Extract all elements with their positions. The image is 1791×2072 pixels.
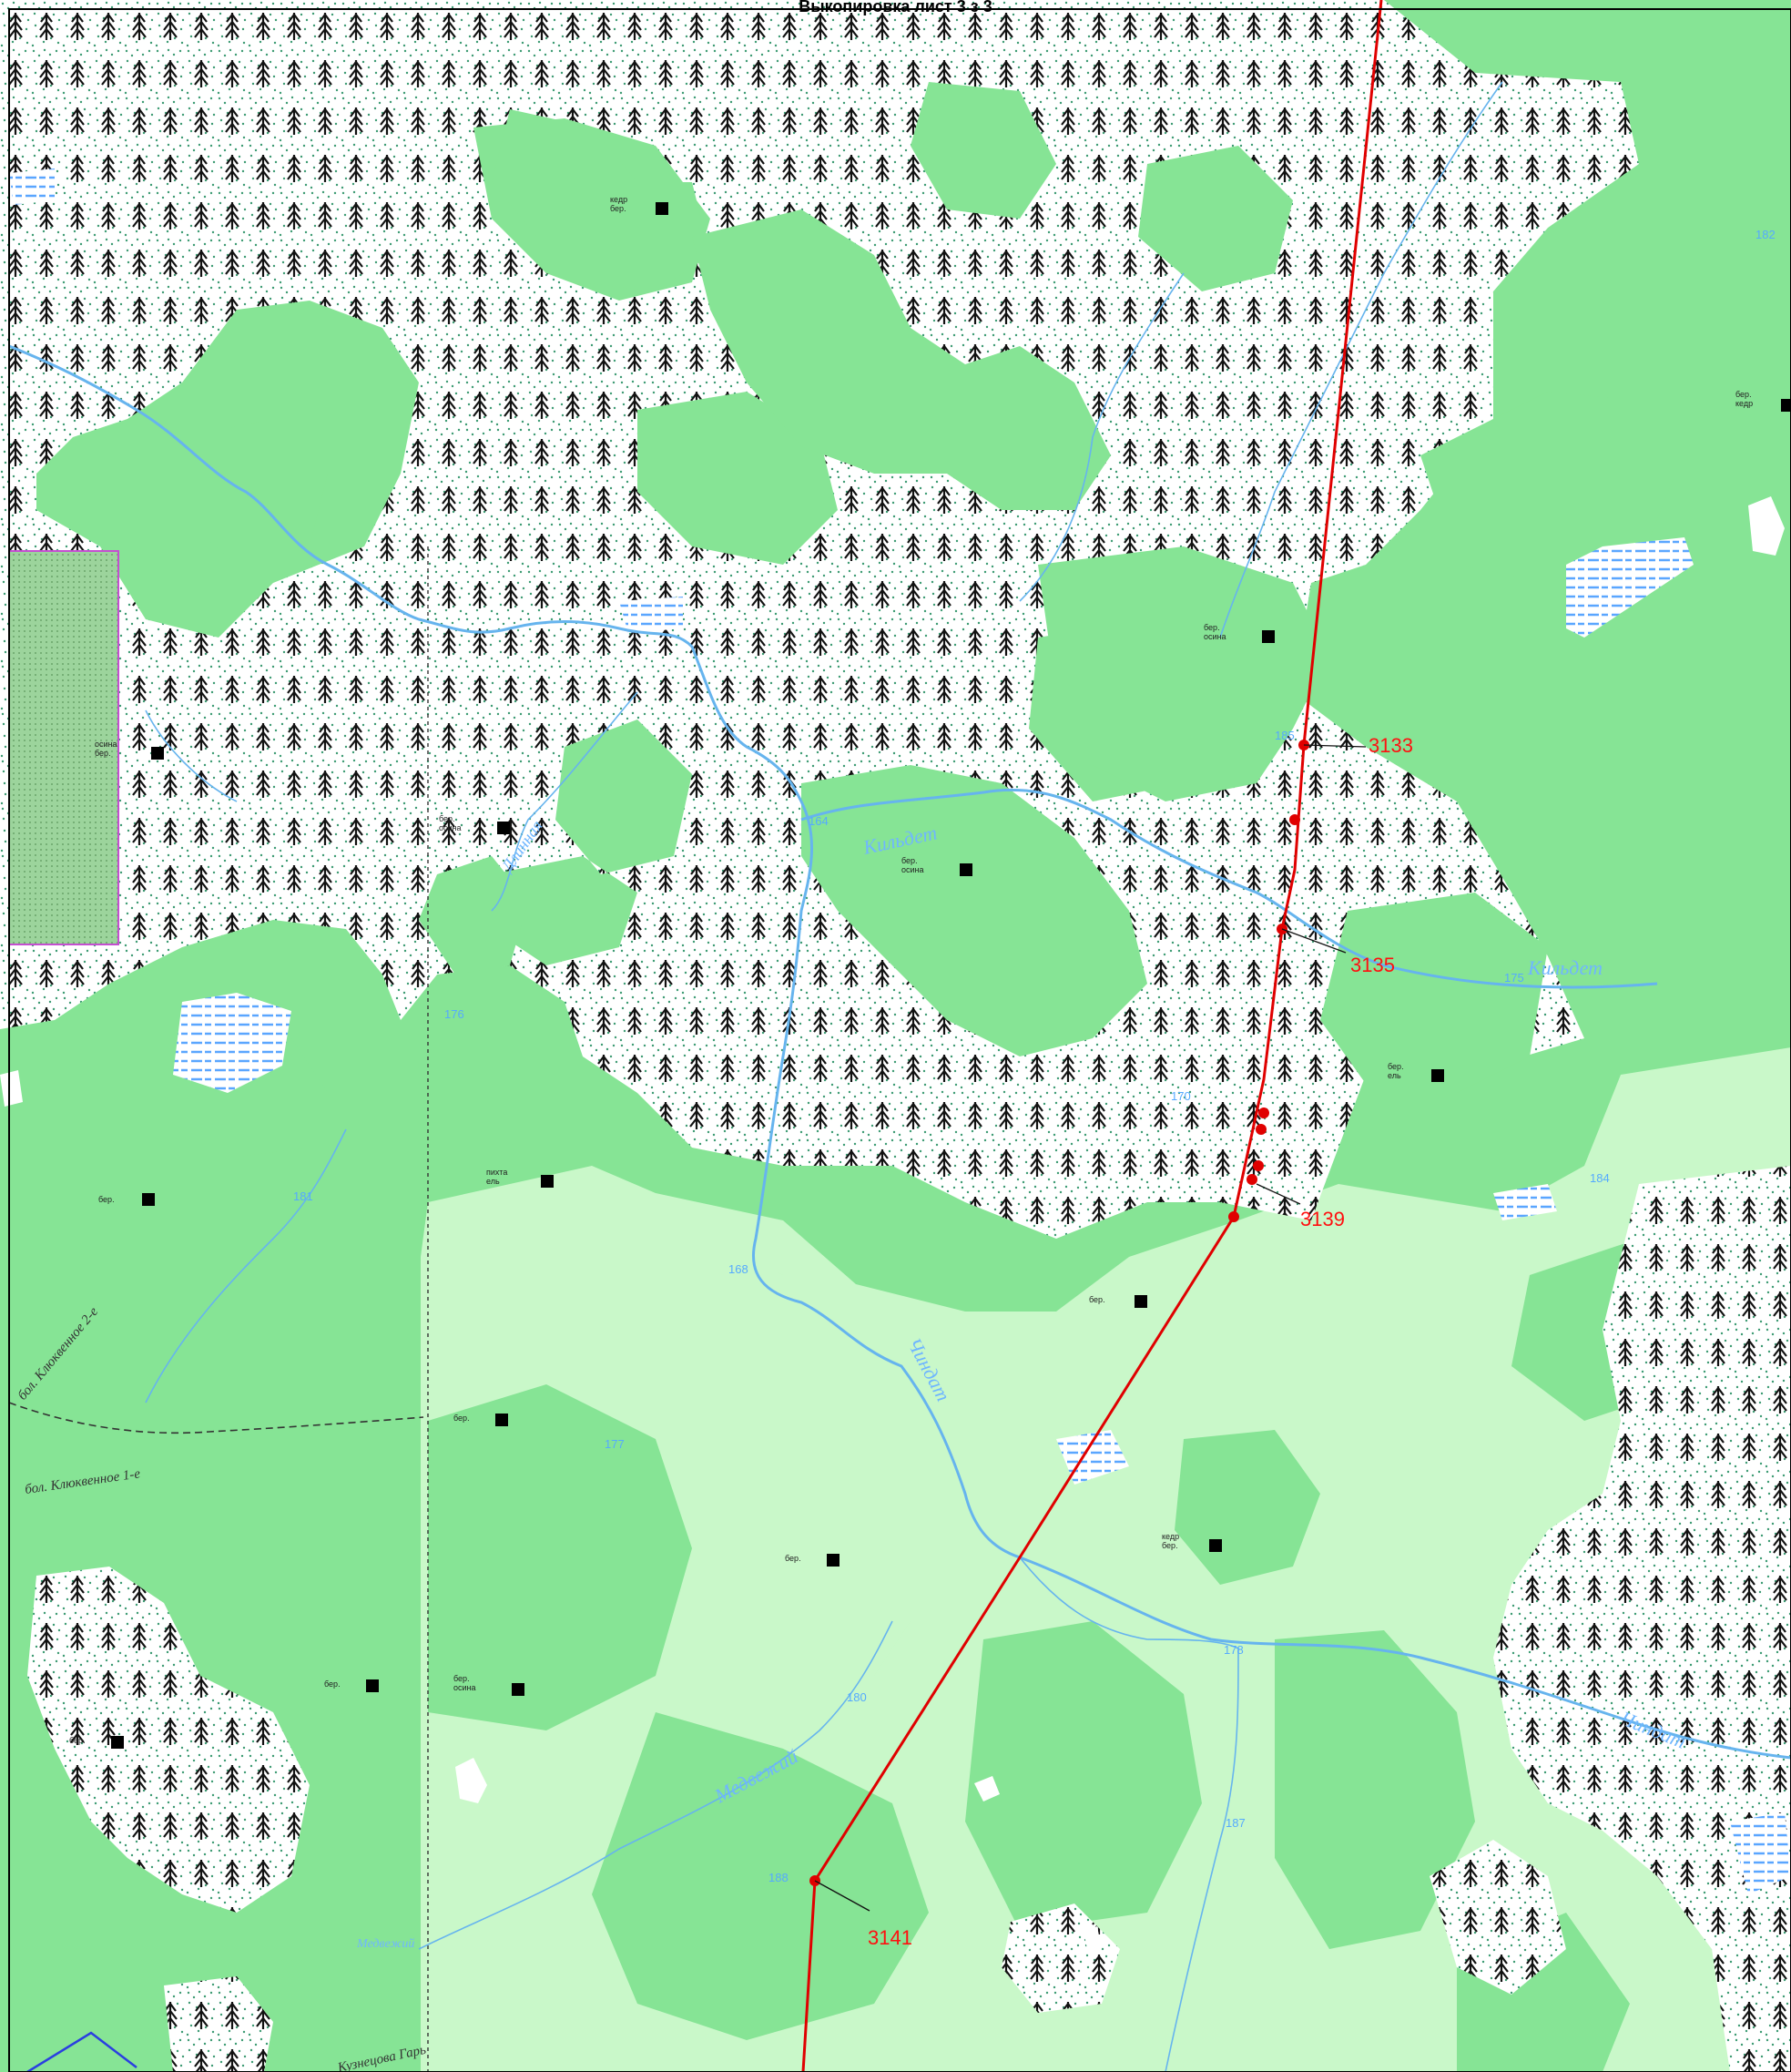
- stand-label: бер.: [324, 1679, 341, 1689]
- elevation-label: 170: [1171, 1089, 1191, 1103]
- open-ground: [0, 496, 1785, 1954]
- route-point-label-3139: 3139: [1300, 1208, 1345, 1230]
- marsh-areas: [9, 168, 1791, 1894]
- stand-label: бер.: [69, 1736, 86, 1745]
- stand-label: бер.: [98, 1195, 115, 1204]
- elevation-label: 164: [809, 814, 829, 828]
- elevation-label: 175: [1504, 971, 1524, 985]
- stand-label: бер.: [610, 204, 626, 213]
- district-boundary: [26, 2031, 137, 2072]
- stand-markers: [111, 202, 1790, 1749]
- route-leader-lines: [814, 744, 1367, 1912]
- stand-label: ель: [1388, 1071, 1401, 1080]
- river-kildet: [800, 788, 1658, 989]
- stand-label: бер.: [1388, 1062, 1404, 1071]
- stand-label: кедр: [1735, 399, 1753, 408]
- stand-label: осина: [95, 740, 117, 749]
- stand-label: ель: [486, 1177, 500, 1186]
- elevation-label: 188: [768, 1871, 789, 1884]
- stand-label: бер.: [901, 856, 918, 865]
- river-label-kildet-east: Кильдет: [1527, 956, 1603, 979]
- river-label-medvezhiy-west: Медвежий: [356, 1937, 414, 1951]
- stand-label: бер.: [1735, 390, 1752, 399]
- mixed-forest-area-south: [428, 1239, 1712, 2072]
- elevation-label: 184: [1590, 1171, 1610, 1185]
- stand-label: бер.: [1089, 1295, 1105, 1304]
- stand-label: осина: [453, 1683, 476, 1692]
- river-chindat-east: [1019, 1556, 1791, 1760]
- stand-label: бер.: [453, 1674, 470, 1683]
- stand-label: осина: [1204, 632, 1226, 641]
- route-point-label-3135: 3135: [1350, 954, 1395, 976]
- elevation-label: 168: [728, 1262, 748, 1276]
- stand-label: бер.: [95, 749, 111, 758]
- stand-label: пихта: [486, 1168, 507, 1177]
- elevation-label: 177: [605, 1437, 625, 1451]
- elevation-label: 185: [1275, 729, 1295, 742]
- route-point-label-3133: 3133: [1369, 734, 1413, 757]
- route-vertices: [809, 740, 1309, 1886]
- elevation-label: 180: [847, 1690, 867, 1704]
- young-forest-patches: [428, 1220, 911, 1676]
- river-main-upper: [8, 344, 1021, 1559]
- stand-label: бер.: [1204, 623, 1220, 632]
- stream-nw: [1019, 272, 1185, 602]
- elevation-label: 176: [444, 1007, 464, 1021]
- stand-label: бер.: [453, 1414, 470, 1423]
- stream-dlinnaya: [491, 691, 638, 912]
- stand-label: бер.: [439, 814, 455, 823]
- route-line: [801, 0, 1383, 2072]
- map-frame: [8, 8, 1791, 2072]
- stream-west: [145, 1128, 347, 1403]
- stream-north: [1219, 81, 1503, 638]
- forest-clearings: [173, 109, 1675, 1157]
- elevation-marks: 182 185 184 175 164 176 170 181 168 177 …: [293, 228, 1776, 1884]
- stream-south: [1019, 1557, 1239, 2072]
- stand-label: осина: [439, 823, 462, 832]
- elevation-label: 181: [293, 1189, 313, 1203]
- protected-area: [8, 550, 119, 945]
- stand-label: бер.: [785, 1554, 801, 1563]
- elevation-label: 187: [1226, 1816, 1246, 1830]
- stream-west-2: [145, 709, 238, 802]
- bog-boundary: [8, 1402, 424, 1434]
- stream-medvezhiy: [418, 1620, 893, 1950]
- route-point-label-3141: 3141: [868, 1926, 912, 1949]
- stand-label: бер.: [1162, 1541, 1178, 1550]
- elevation-label: 182: [1755, 228, 1776, 241]
- stand-label: кедр: [1162, 1532, 1179, 1541]
- stand-label: осина: [901, 865, 924, 874]
- sheet-title: Выкопировка лист 3 з 3: [799, 0, 992, 15]
- stand-label: кедр: [610, 195, 627, 204]
- stand-labels: кедр бер. бер. кедр бер. осина осина бер…: [69, 195, 1753, 1745]
- rivers: [8, 81, 1791, 2072]
- elevation-label: 178: [1224, 1643, 1244, 1657]
